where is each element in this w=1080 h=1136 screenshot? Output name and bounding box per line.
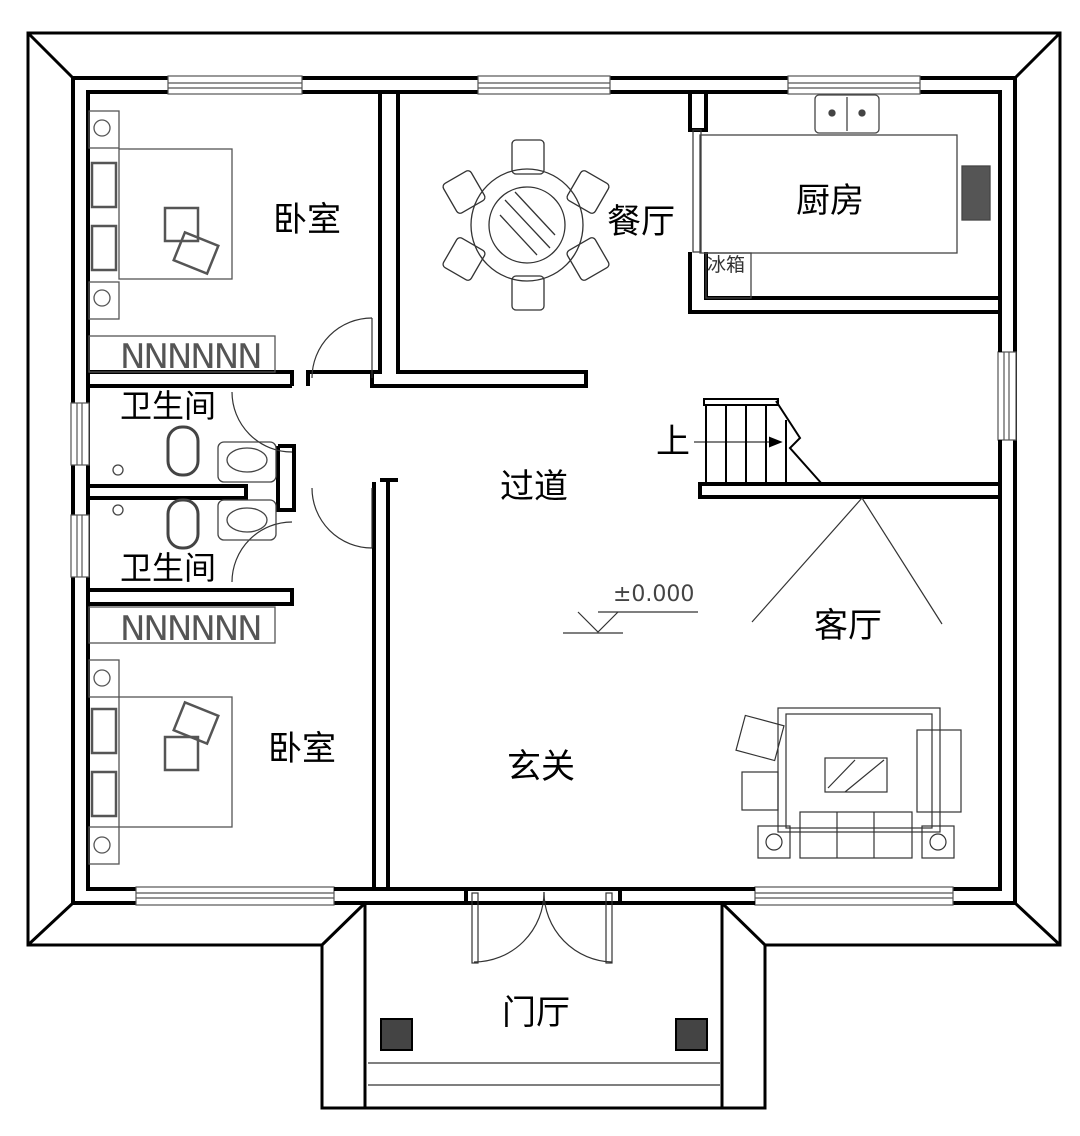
room-label-bathroom-top: 卫生间 — [120, 387, 217, 425]
room-label-foyer: 玄关 — [507, 747, 575, 787]
windows — [70, 75, 1017, 906]
room-label-bedroom-top: 卧室 — [273, 200, 341, 240]
bed-bottom — [88, 606, 276, 865]
elevation-mark — [563, 611, 698, 634]
svg-text:NNNNNN: NNNNNN — [120, 609, 261, 649]
room-label-living: 客厅 — [814, 606, 882, 646]
room-label-dining: 餐厅 — [607, 202, 675, 242]
fixture-label-fridge: 冰箱 — [707, 254, 746, 276]
porch — [368, 1018, 720, 1086]
room-label-porch: 门厅 — [502, 993, 570, 1033]
wardrobe-top: NNNNNN — [120, 337, 263, 377]
svg-text:NNNNNN: NNNNNN — [120, 337, 261, 377]
room-label-bathroom-bottom: 卫生间 — [120, 549, 217, 587]
room-label-corridor: 过道 — [500, 467, 568, 507]
doors — [231, 129, 702, 964]
elevation-label: ±0.000 — [613, 582, 695, 607]
dining-table — [442, 139, 610, 311]
stairs — [694, 398, 823, 485]
room-label-kitchen: 厨房 — [796, 181, 864, 221]
living-room-furniture — [735, 497, 962, 859]
stair-up-label: 上 — [656, 422, 690, 462]
wardrobe-bottom: NNNNNN — [120, 609, 263, 649]
room-label-bedroom-bottom: 卧室 — [268, 729, 336, 769]
bed-top — [88, 110, 276, 373]
roof-outline — [26, 31, 1062, 1110]
kitchen-fixtures — [699, 94, 991, 299]
bathroom-fixtures — [112, 425, 277, 550]
